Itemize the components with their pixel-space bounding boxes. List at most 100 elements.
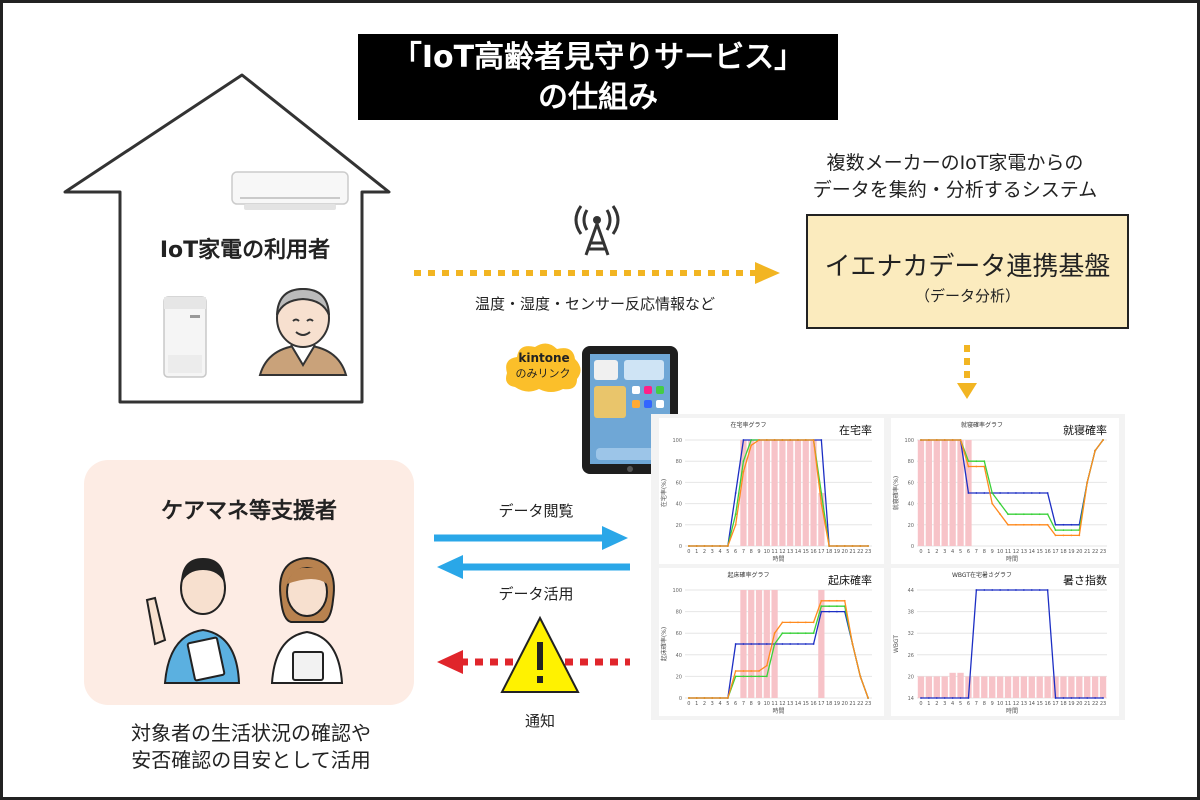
data-point <box>920 697 922 699</box>
data-point <box>843 599 846 602</box>
data-point <box>1030 589 1033 591</box>
x-tick-label: 10 <box>997 701 1003 707</box>
notify-label: 通知 <box>524 712 555 730</box>
data-point <box>750 675 753 678</box>
x-tick-label: 3 <box>943 701 946 707</box>
kintone-badge: kintone のみリンク <box>503 339 583 399</box>
x-tick-label: 8 <box>750 549 753 555</box>
bar <box>957 672 964 698</box>
x-tick-label: 21 <box>849 701 855 707</box>
analysis-down-arrow <box>957 345 977 399</box>
data-point <box>1022 589 1025 591</box>
data-point <box>750 643 753 645</box>
data-point <box>820 605 823 608</box>
data-point <box>927 439 930 441</box>
y-tick-label: 20 <box>908 674 914 680</box>
series-line <box>920 439 1104 531</box>
bar <box>989 676 996 698</box>
x-tick-label: 17 <box>818 701 824 707</box>
x-tick-label: 5 <box>959 701 962 707</box>
x-tick-label: 10 <box>764 549 770 555</box>
data-point <box>967 460 970 463</box>
y-tick-label: 40 <box>908 502 914 508</box>
x-tick-label: 11 <box>1005 549 1011 555</box>
data-point <box>758 675 760 678</box>
x-tick-label: 13 <box>1021 701 1027 707</box>
x-tick-label: 5 <box>959 549 962 555</box>
data-use-label: データ活用 <box>498 585 574 603</box>
data-point <box>711 545 714 547</box>
data-point <box>1062 523 1065 526</box>
x-tick-label: 12 <box>1013 549 1019 555</box>
care-staff-illustration <box>145 556 344 684</box>
data-point <box>943 439 946 441</box>
data-point <box>983 492 986 494</box>
data-point <box>1015 492 1017 494</box>
x-tick-label: 6 <box>967 549 970 555</box>
data-point <box>765 664 768 667</box>
x-tick-label: 17 <box>1052 701 1058 707</box>
bar <box>1004 676 1012 698</box>
data-point <box>1015 523 1017 526</box>
data-point <box>991 492 994 494</box>
data-point <box>836 610 838 613</box>
data-point <box>742 439 745 441</box>
data-point <box>1038 513 1041 516</box>
data-point <box>828 605 831 608</box>
x-tick-label: 21 <box>1084 549 1090 555</box>
bar <box>794 440 802 546</box>
data-point <box>967 465 970 468</box>
data-view-label: データ閲覧 <box>498 502 574 520</box>
data-point <box>983 465 986 468</box>
x-tick-label: 14 <box>1029 701 1035 707</box>
data-point <box>789 621 792 624</box>
x-tick-label: 23 <box>865 701 871 707</box>
data-point <box>1030 523 1033 526</box>
series-line <box>688 600 869 699</box>
x-tick-label: 8 <box>983 701 986 707</box>
y-tick-label: 20 <box>908 523 914 529</box>
x-tick-label: 16 <box>810 549 816 555</box>
x-tick-label: 11 <box>1005 701 1011 707</box>
y-tick-label: 26 <box>908 653 914 659</box>
y-tick-label: 20 <box>676 523 682 529</box>
x-tick-label: 7 <box>742 701 745 707</box>
x-tick-label: 5 <box>726 549 729 555</box>
series-line <box>920 439 1104 537</box>
bar <box>917 676 925 698</box>
bar <box>1084 676 1091 698</box>
bar <box>818 493 825 546</box>
x-tick-label: 3 <box>711 701 714 707</box>
data-point <box>828 599 831 602</box>
air-purifier-icon <box>163 296 207 378</box>
data-point <box>758 439 760 441</box>
data-point <box>711 697 714 699</box>
bar <box>981 676 988 698</box>
data-point <box>1038 523 1041 526</box>
x-tick-label: 16 <box>1044 701 1050 707</box>
data-point <box>1070 534 1073 537</box>
bar <box>1028 676 1035 698</box>
bar <box>941 440 948 546</box>
series-line <box>688 605 869 699</box>
x-tick-label: 1 <box>695 549 698 555</box>
x-tick-label: 0 <box>687 701 690 707</box>
data-point <box>781 621 784 624</box>
data-point <box>734 513 737 516</box>
data-point <box>975 589 978 591</box>
bar <box>933 676 940 698</box>
data-point <box>1007 492 1009 494</box>
data-point <box>758 643 760 645</box>
bar <box>1060 676 1067 698</box>
data-point <box>959 439 962 441</box>
data-point <box>750 670 753 672</box>
x-axis-label: 時間 <box>1006 707 1018 715</box>
data-point <box>935 439 938 441</box>
bar <box>787 440 794 546</box>
x-tick-label: 18 <box>826 701 832 707</box>
system-caption: 複数メーカーのIoT家電からの データを集約・分析するシステム <box>790 150 1120 204</box>
x-axis-label: 時間 <box>772 555 784 563</box>
y-tick-label: 38 <box>908 610 914 616</box>
